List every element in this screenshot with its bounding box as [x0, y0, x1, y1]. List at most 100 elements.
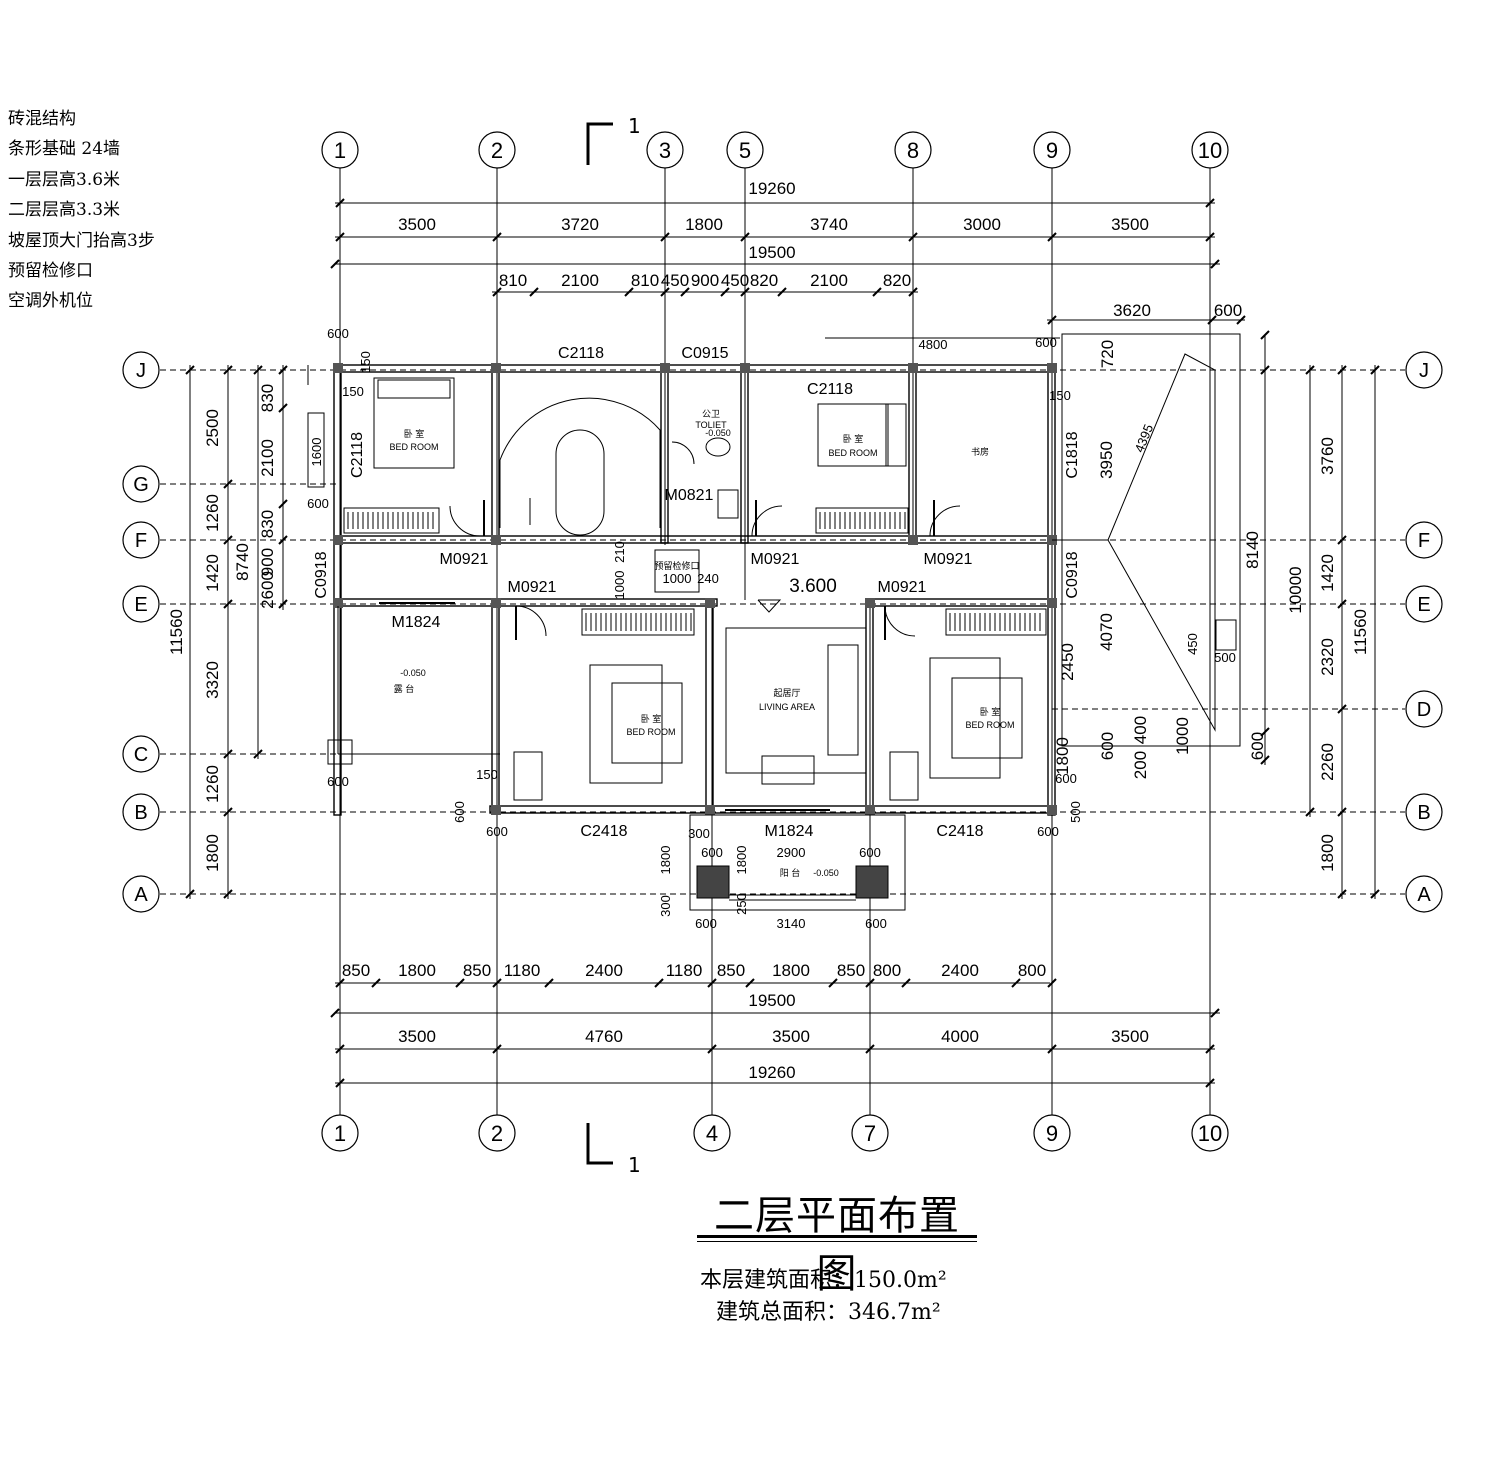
- dim-bottom-opening: 800: [1018, 961, 1046, 980]
- grid-label: F: [135, 530, 147, 552]
- grid-labels-bottom: 1 2 4 7 9 10: [334, 1121, 1222, 1146]
- dim-misc: 600: [1037, 824, 1059, 839]
- dim-misc: 1000: [612, 571, 627, 600]
- grid-bubbles-top: [321, 131, 1229, 169]
- dim-misc: 450: [1185, 633, 1200, 655]
- dim-misc: 4395: [1131, 422, 1156, 454]
- grid-labels-top: 1 2 3 5 8 9 10: [334, 138, 1222, 163]
- grid-label: 3: [659, 138, 671, 163]
- window-label: C2118: [349, 432, 366, 478]
- dim-top-bay: 3500: [398, 215, 436, 234]
- grid-label: 4: [706, 1121, 718, 1146]
- grid-labels-rows: J G F E C B A J F E D B A: [133, 360, 1431, 906]
- dim-misc: 150: [342, 384, 364, 399]
- door-label: M0821: [665, 487, 714, 504]
- dim-bottom-opening: 2400: [585, 961, 623, 980]
- dim-right-mid: 10000: [1286, 566, 1305, 613]
- window-label: C0915: [681, 345, 728, 362]
- dim-misc: 600: [307, 496, 329, 511]
- window-label: C2418: [580, 823, 627, 840]
- section-marker-top: [586, 122, 613, 165]
- dim-right-extra: 600: [1214, 301, 1242, 320]
- note-floor2-height: 二层层高3.3米: [8, 200, 121, 221]
- dim-right: 2260: [1318, 743, 1337, 781]
- dim-bottom-opening: 1800: [398, 961, 436, 980]
- dim-bottom-total: 19260: [748, 1063, 795, 1082]
- dim-right-detail: 1800: [1053, 737, 1072, 775]
- dim-bottom-opening: 800: [873, 961, 901, 980]
- grid-label: G: [133, 474, 149, 496]
- columns: [333, 363, 1057, 815]
- grid-label: 10: [1198, 138, 1222, 163]
- room-label-bed-cn: 卧 室: [980, 706, 1001, 717]
- dim-left: 1420: [203, 554, 222, 592]
- room-label-toilet-cn: 公卫: [702, 409, 720, 419]
- note-hatch: 预留检修口: [8, 261, 93, 282]
- dim-misc: 1000: [663, 571, 692, 586]
- dim-misc: 600: [1035, 335, 1057, 350]
- design-notes: 砖混结构 条形基础 24墙 一层层高3.6米 二层层高3.3米 坡屋顶大门抬高3…: [8, 104, 155, 317]
- dim-misc: 150: [1049, 388, 1071, 403]
- dim-bottom-opening: 850: [342, 961, 370, 980]
- grid-label: 7: [864, 1121, 876, 1146]
- window-label: C2118: [807, 381, 853, 398]
- drawing-title: 二层平面布置图: [714, 1193, 960, 1297]
- dim-right-extra: 3620: [1113, 301, 1151, 320]
- room-label-bed-cn: 卧 室: [404, 428, 425, 439]
- dim-misc: 1800: [658, 846, 673, 875]
- door-label: M0921: [508, 579, 557, 596]
- dim-left-detail: 2100: [258, 439, 277, 477]
- dim-bottom-bay: 3500: [398, 1027, 436, 1046]
- window-label: C1818: [1064, 431, 1081, 478]
- room-label-study: 书房: [971, 446, 989, 457]
- dim-misc: 1600: [309, 438, 324, 467]
- top-dimension-text: 19260 3500 3720 1800 3740 3000 3500 1950…: [398, 179, 1242, 320]
- dim-left-mid: 8740: [233, 543, 252, 581]
- dim-top-opening: 810: [631, 271, 659, 290]
- room-label-bed-cn: 卧 室: [843, 433, 864, 444]
- dim-misc: 600: [701, 845, 723, 860]
- dim-bottom-opening: 850: [463, 961, 491, 980]
- room-label-bed-en: BED ROOM: [626, 727, 675, 737]
- section-label: 1: [628, 1153, 641, 1177]
- right-dimension-lines: [1264, 335, 1376, 899]
- left-dimension-ticks: [185, 365, 288, 899]
- dim-top-bay: 1800: [685, 215, 723, 234]
- balcony: [689, 814, 906, 911]
- title-underline: [697, 1235, 977, 1238]
- grid-label: B: [134, 802, 147, 824]
- dim-misc: 600: [327, 326, 349, 341]
- title-underline-thin: [697, 1241, 977, 1242]
- dim-top-opening: 900: [691, 271, 719, 290]
- dim-left: 1260: [203, 765, 222, 803]
- grid-label: 8: [907, 138, 919, 163]
- room-label-terrace: 露 台: [394, 683, 415, 694]
- window-label: C2118: [558, 345, 604, 362]
- dim-misc: 600: [695, 916, 717, 931]
- grid-label: 9: [1046, 138, 1058, 163]
- dim-right-detail: 200: [1131, 751, 1150, 779]
- grid-lines: [339, 168, 1211, 1115]
- dim-right-detail: 600: [1248, 732, 1267, 760]
- room-label-toilet-en: TOLIET: [695, 420, 727, 430]
- beds: [373, 377, 1023, 784]
- dim-misc: 600: [859, 845, 881, 860]
- dim-misc: 600: [1055, 771, 1077, 786]
- dim-misc: 3140: [777, 916, 806, 931]
- dim-right: 2320: [1318, 638, 1337, 676]
- level-symbol: [757, 599, 782, 613]
- dim-top-bay: 3720: [561, 215, 599, 234]
- wardrobe-hatch: [347, 512, 1041, 631]
- left-dimension-text: 2500 1260 1420 3320 1260 1800 11560 8740…: [167, 384, 277, 872]
- furniture: [307, 412, 919, 801]
- grid-label: D: [1417, 699, 1431, 721]
- dim-right-detail: 400: [1131, 716, 1150, 744]
- left-dimension-lines: [189, 365, 309, 899]
- grid-bubbles-bottom: [321, 1114, 1229, 1152]
- dim-bottom-bay: 4760: [585, 1027, 623, 1046]
- window-label: C0918: [313, 551, 330, 598]
- dim-misc: 1800: [734, 846, 749, 875]
- grid-label: 1: [334, 1121, 346, 1146]
- dim-left: 1800: [203, 834, 222, 872]
